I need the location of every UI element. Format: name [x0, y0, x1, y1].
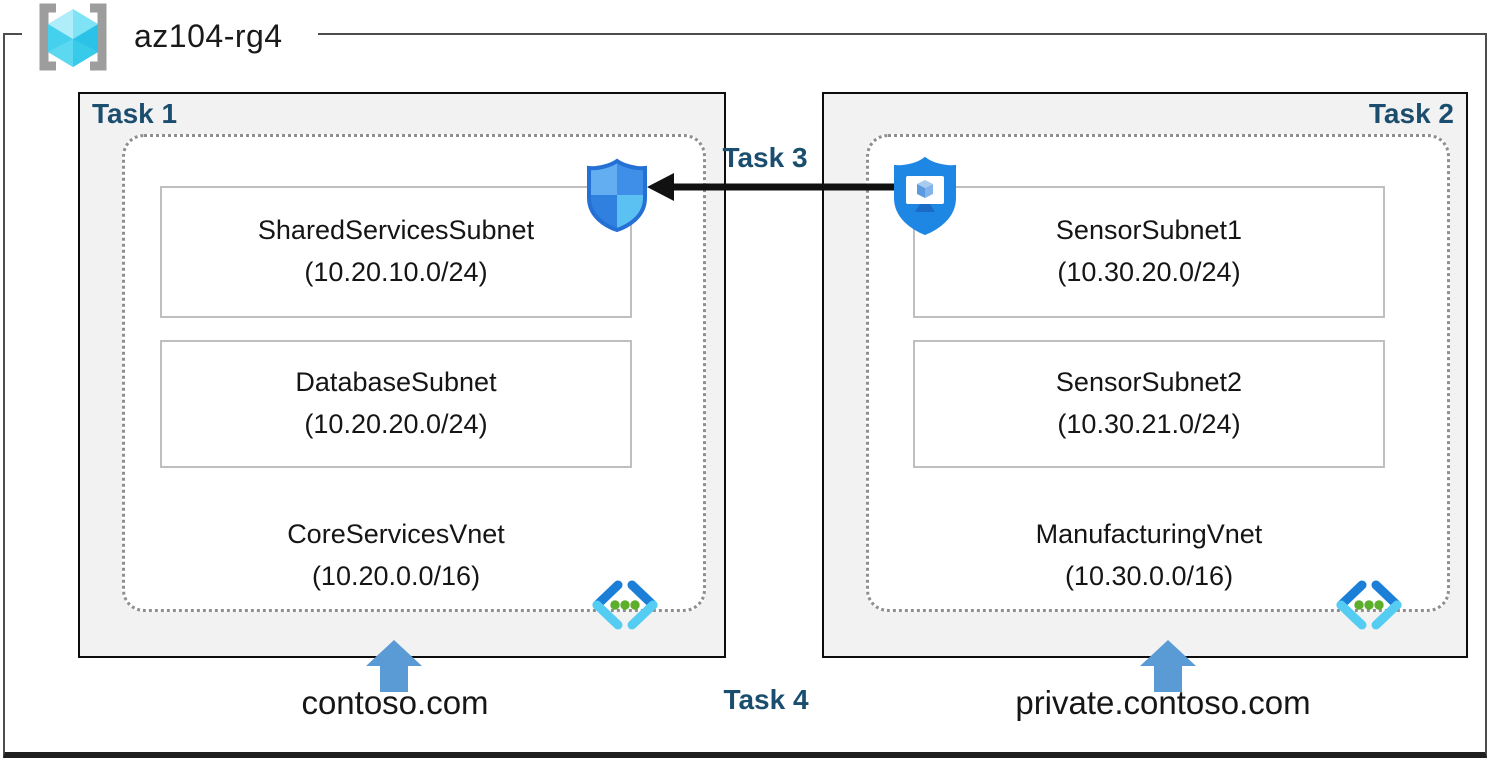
- resource-group-frame: [3, 33, 1487, 758]
- task3-arrow: [647, 173, 944, 201]
- vnet-name: CoreServicesVnet: [287, 519, 505, 549]
- vnet-cidr: (10.30.0.0/16): [1064, 560, 1234, 591]
- manufacturing-vnet-caption: ManufacturingVnet (10.30.0.0/16): [913, 514, 1385, 598]
- subnet-cidr: (10.30.21.0/24): [1057, 409, 1241, 439]
- subnet-cidr: (10.20.10.0/24): [304, 257, 488, 287]
- network-security-group-icon: [587, 158, 647, 233]
- resource-group-border-gap: [22, 29, 318, 39]
- virtual-network-icon: [592, 580, 658, 630]
- subnet-cidr: (10.30.20.0/24): [1057, 257, 1241, 287]
- subnet-name: DatabaseSubnet: [295, 367, 497, 398]
- vnet-name: ManufacturingVnet: [1035, 519, 1263, 549]
- virtual-network-icon: [1336, 580, 1402, 630]
- resource-group-name: az104-rg4: [134, 18, 283, 54]
- resource-group-icon: [39, 3, 107, 71]
- task2-label: Task 2: [1368, 98, 1454, 129]
- subnet-name: SensorSubnet2: [1055, 367, 1243, 398]
- task4-label: Task 4: [723, 684, 809, 715]
- up-arrow-left: [366, 640, 422, 692]
- sensor-subnet2-box: SensorSubnet2 (10.30.21.0/24): [913, 340, 1385, 468]
- subnet-name: SensorSubnet1: [1055, 215, 1243, 246]
- up-arrow-right: [1140, 640, 1196, 692]
- subnet-name: SharedServicesSubnet: [257, 215, 535, 246]
- vnet-cidr: (10.20.0.0/16): [311, 560, 481, 591]
- task1-label: Task 1: [92, 98, 178, 129]
- core-services-vnet-caption: CoreServicesVnet (10.20.0.0/16): [160, 514, 632, 598]
- database-subnet-box: DatabaseSubnet (10.20.20.0/24): [160, 340, 632, 468]
- task3-label: Task 3: [722, 142, 808, 173]
- application-security-group-icon: [894, 156, 956, 236]
- subnet-cidr: (10.20.20.0/24): [304, 409, 488, 439]
- shared-services-subnet-box: SharedServicesSubnet (10.20.10.0/24): [160, 186, 632, 318]
- sensor-subnet1-box: SensorSubnet1 (10.30.20.0/24): [913, 186, 1385, 318]
